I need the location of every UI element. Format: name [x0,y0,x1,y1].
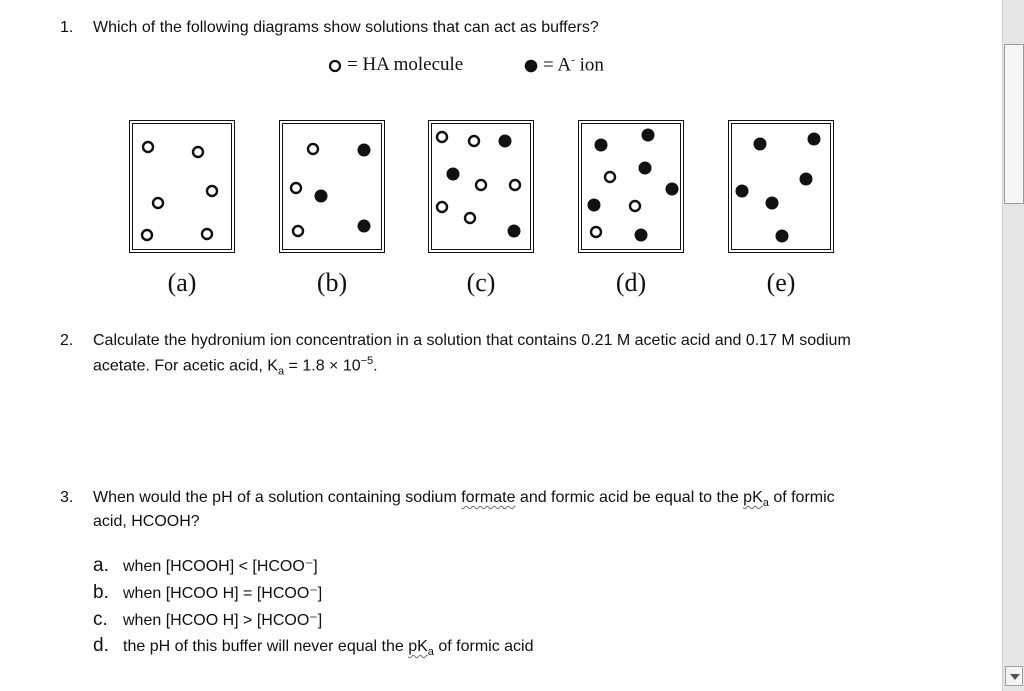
filled-circle-icon [524,59,538,73]
legend-a-tail: ion [579,54,604,76]
vertical-scrollbar[interactable] [1002,0,1024,691]
option-a-text: when [HCOOH] < [HCOO⁻] [123,558,318,575]
diagram-e [728,120,834,253]
question-3-line-2: acid, HCOOH? [93,513,200,530]
question-2-line-1: Calculate the hydronium ion concentratio… [93,332,851,349]
option-d-text-a: the pH of this buffer will never equal t… [123,638,409,655]
diagram-c [428,120,534,253]
q2-sub: a [277,365,285,378]
question-1-number: 1. [60,19,74,36]
q2-text-a: acetate. For acetic acid, K [93,357,278,375]
diagram-b [279,120,385,253]
option-d-sub: a [427,646,434,659]
diagram-label-e: (e) [766,268,796,297]
q2-sup: −5 [360,355,374,367]
legend-a-sup: - [571,54,575,66]
diagram-label-a: (a) [167,268,197,297]
option-a: a. when [HCOOH] < [HCOO⁻] [93,555,318,577]
option-b-letter: b. [93,582,109,603]
question-3-line-1: When would the pH of a solution containi… [93,489,835,509]
question-1-text: Which of the following diagrams show sol… [93,19,599,36]
diagram-label-b: (b) [316,268,348,297]
spellcheck-word-pka-2: pK [408,638,428,655]
option-d-letter: d. [93,635,109,656]
option-c: c. when [HCOO H] > [HCOO⁻] [93,609,322,631]
scrollbar-thumb[interactable] [1004,44,1024,204]
diagram-d [578,120,684,253]
q2-text-c: . [373,357,378,375]
question-2-line-2: acetate. For acetic acid, Ka = 1.8 × 10−… [93,355,378,378]
diagram-label-c: (c) [466,268,496,297]
legend-ha: = HA molecule [328,54,463,76]
option-c-letter: c. [93,609,108,630]
diagram-a [129,120,235,253]
q3-text-c: of formic [768,489,835,506]
option-b: b. when [HCOO H] = [HCOO⁻] [93,582,322,604]
question-2-number: 2. [60,332,74,349]
q3-sub: a [762,497,769,510]
q3-text-b: and formic acid be equal to the [515,489,744,506]
legend-a-ion: = A- ion [524,54,604,76]
legend-ha-text: = HA molecule [347,54,464,75]
diagram-label-d: (d) [615,268,647,297]
document-page: 1. Which of the following diagrams show … [60,19,851,659]
spellcheck-word-formate: formate [461,489,516,506]
legend-a-text: = A [543,54,572,76]
q2-text-b: = 1.8 × 10 [284,357,361,375]
q3-text-a: When would the pH of a solution containi… [93,489,462,506]
open-circle-icon [328,59,342,72]
question-3-number: 3. [60,489,74,506]
spellcheck-word-pka: pK [743,489,763,506]
option-a-letter: a. [93,555,109,576]
option-d-text-b: of formic acid [433,638,534,655]
scroll-down-arrow-icon[interactable] [1005,666,1023,686]
option-b-text: when [HCOO H] = [HCOO⁻] [123,585,323,602]
option-d: d. the pH of this buffer will never equal… [93,635,534,658]
option-c-text: when [HCOO H] > [HCOO⁻] [123,612,323,629]
